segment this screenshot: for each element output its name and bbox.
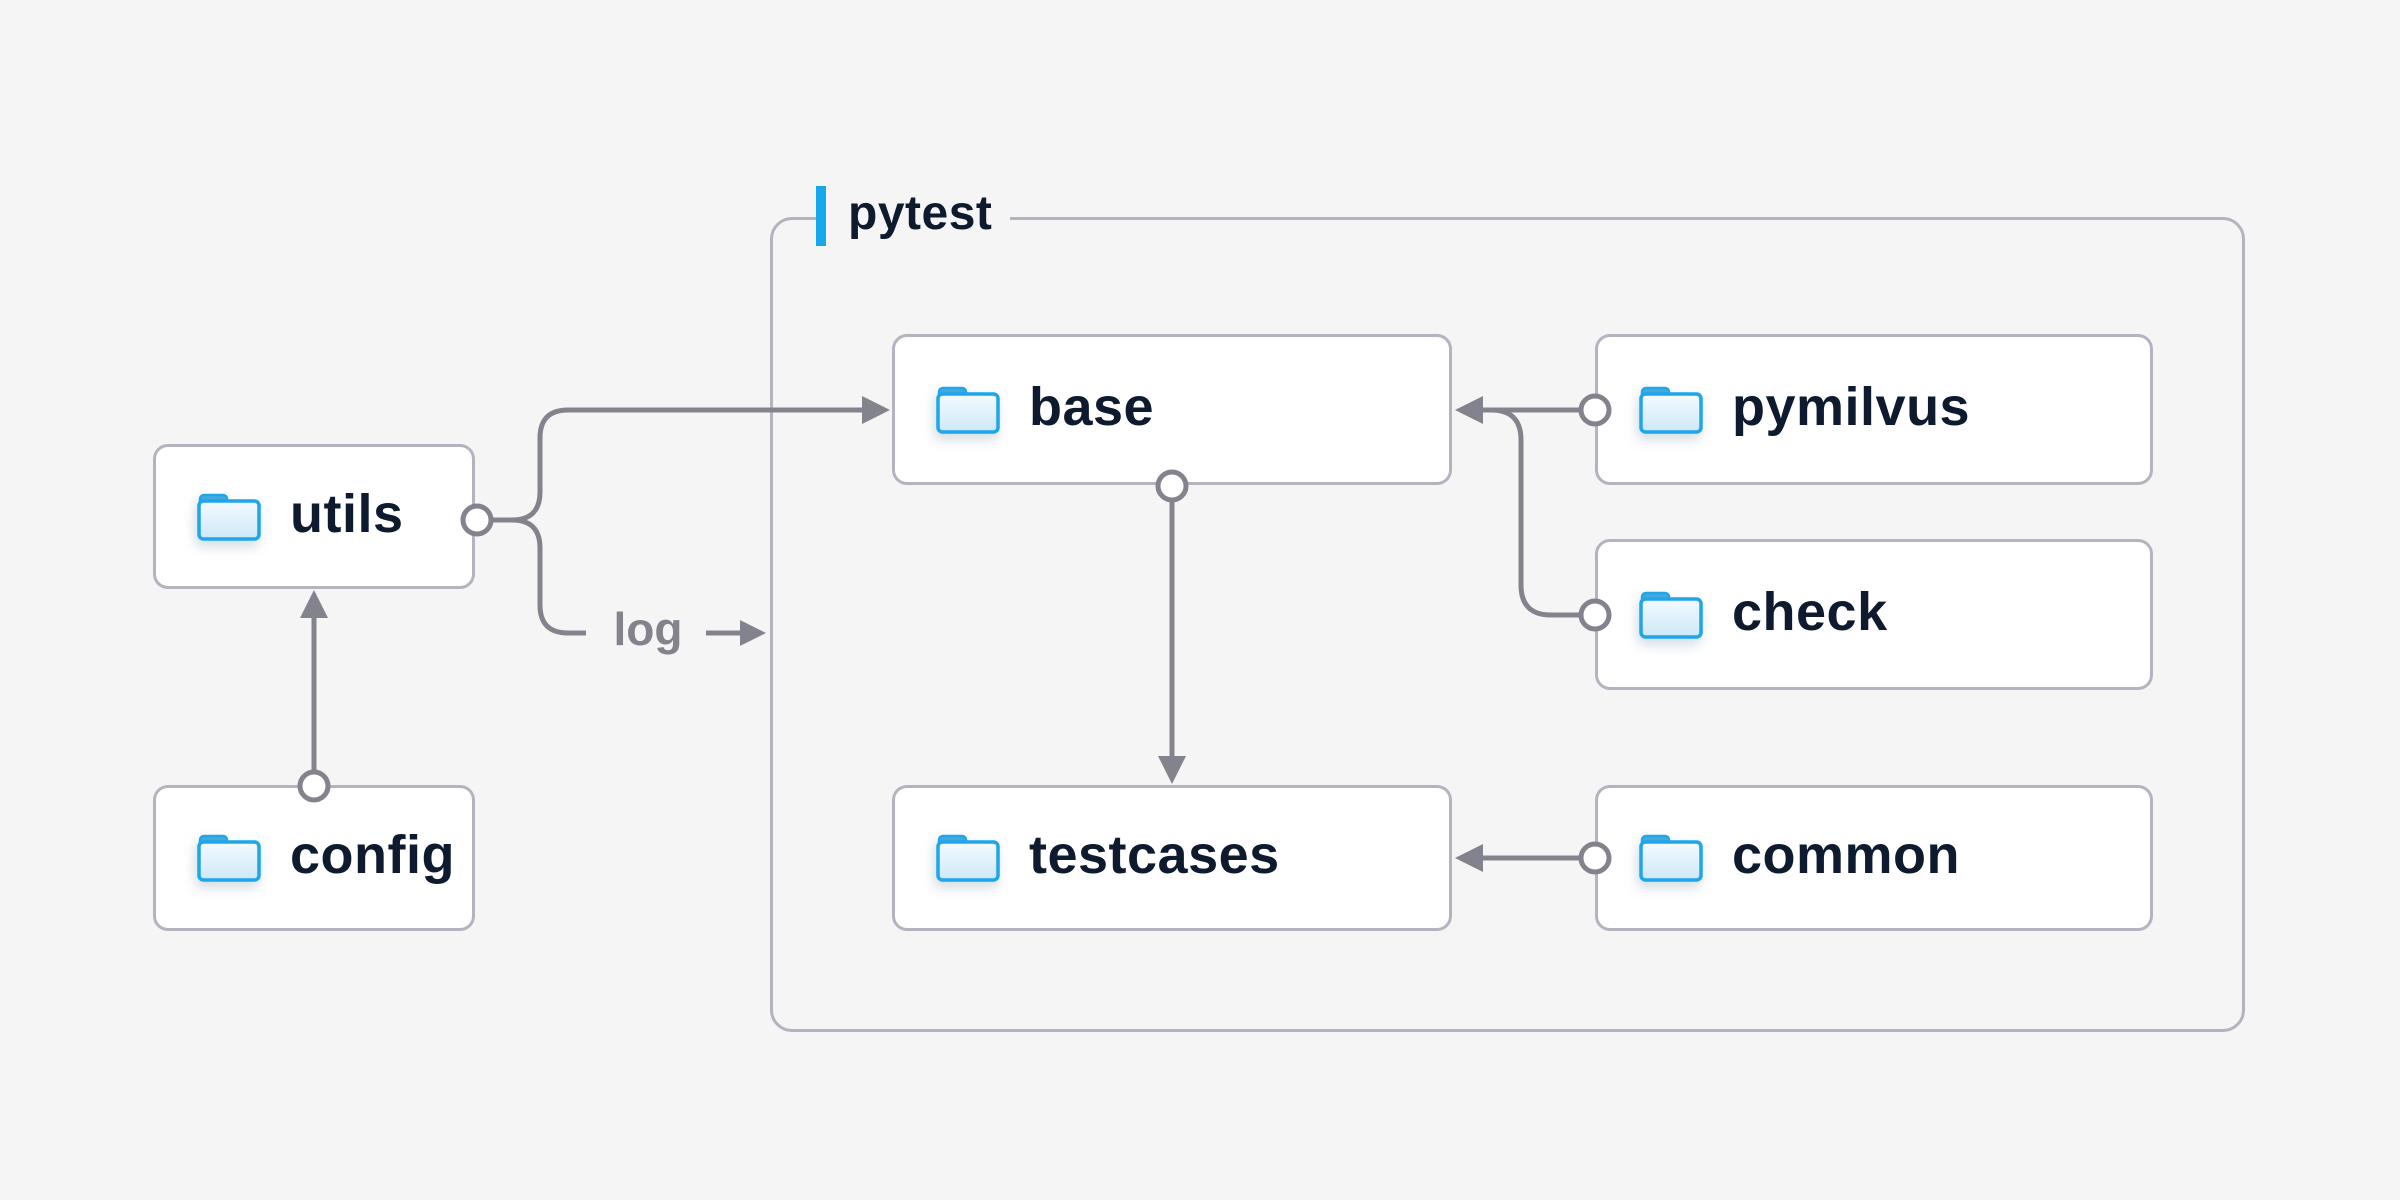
folder-icon bbox=[197, 834, 261, 882]
edge-label-log: log bbox=[613, 603, 683, 655]
node-common: common bbox=[1595, 785, 2153, 931]
folder-icon bbox=[197, 493, 261, 541]
node-label: base bbox=[1029, 376, 1155, 437]
node-pymilvus: pymilvus bbox=[1595, 334, 2153, 485]
group-title-label: pytest bbox=[848, 187, 993, 240]
node-label: config bbox=[290, 825, 455, 885]
arrowhead-log-into-container bbox=[740, 620, 766, 646]
node-config: config bbox=[153, 785, 475, 931]
node-label: check bbox=[1732, 581, 1888, 642]
accent-bar bbox=[816, 186, 826, 246]
node-label: common bbox=[1732, 825, 1961, 885]
folder-icon bbox=[1639, 834, 1703, 882]
pytest-group-container bbox=[770, 217, 2245, 1032]
folder-icon bbox=[1639, 591, 1703, 639]
node-check: check bbox=[1595, 539, 2153, 690]
node-testcases: testcases bbox=[892, 785, 1452, 931]
node-utils: utils bbox=[153, 444, 475, 589]
pytest-group-title: pytest bbox=[816, 184, 1011, 248]
folder-icon bbox=[936, 386, 1000, 434]
node-label: utils bbox=[290, 483, 404, 544]
node-base: base bbox=[892, 334, 1452, 485]
folder-icon bbox=[936, 834, 1000, 882]
node-label: pymilvus bbox=[1732, 376, 1971, 437]
folder-icon bbox=[1639, 386, 1703, 434]
arrowhead-into-utils bbox=[300, 590, 328, 618]
node-label: testcases bbox=[1029, 825, 1280, 885]
